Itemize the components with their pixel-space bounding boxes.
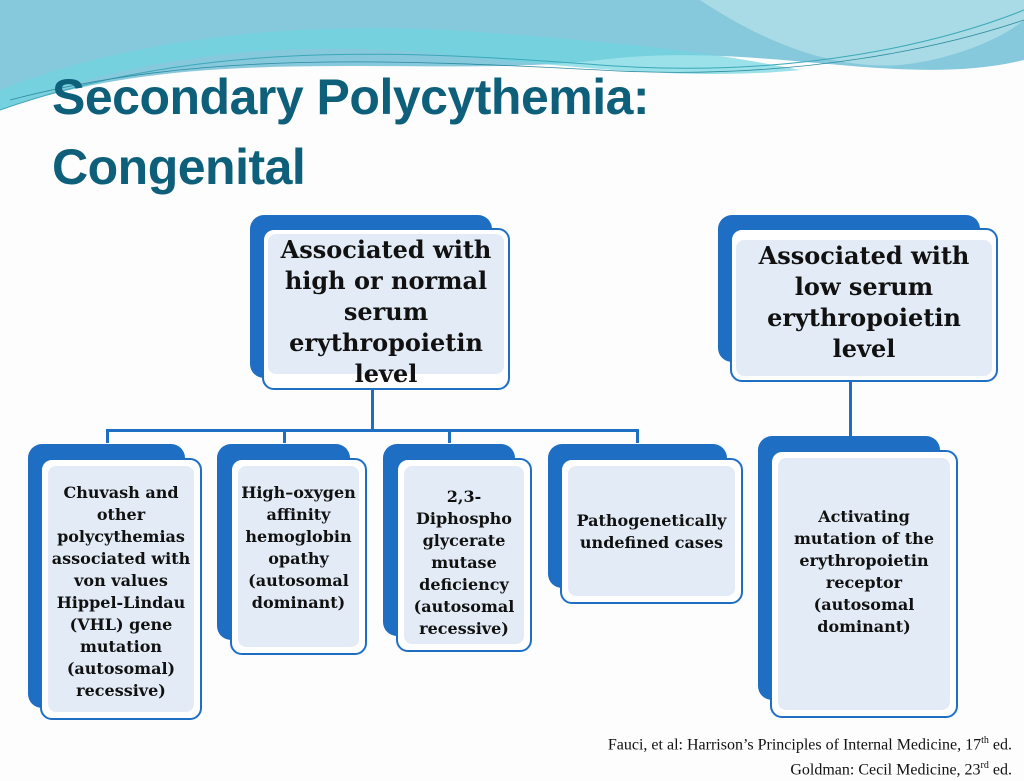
- node-text: Associated with low serum erythropoietin…: [736, 240, 992, 376]
- connector: [636, 429, 639, 443]
- references: Fauci, et al: Harrison’s Principles of I…: [608, 730, 1012, 781]
- title-line-2: Congenital: [52, 139, 306, 195]
- slide-title: Secondary Polycythemia: Congenital: [52, 62, 650, 202]
- connector: [371, 388, 374, 431]
- title-line-1: Secondary Polycythemia:: [52, 69, 650, 125]
- node-text: Activating mutation of the erythropoieti…: [778, 458, 950, 710]
- node-text: Associated with high or normal serum ery…: [268, 234, 504, 388]
- connector: [448, 429, 451, 443]
- node-text: Chuvash and other polycythemias associat…: [48, 466, 194, 712]
- node-text: High–oxygen affinity hemoglobin opathy (…: [238, 466, 359, 647]
- connector: [283, 429, 286, 443]
- node-text: 2,3-Diphospho glycerate mutase deficienc…: [404, 466, 524, 644]
- node-text: Pathogenetically undefined cases: [568, 466, 735, 596]
- connector: [106, 429, 109, 443]
- connector: [849, 380, 852, 437]
- reference-harrison: Fauci, et al: Harrison’s Principles of I…: [607, 735, 1012, 754]
- connector: [106, 429, 639, 432]
